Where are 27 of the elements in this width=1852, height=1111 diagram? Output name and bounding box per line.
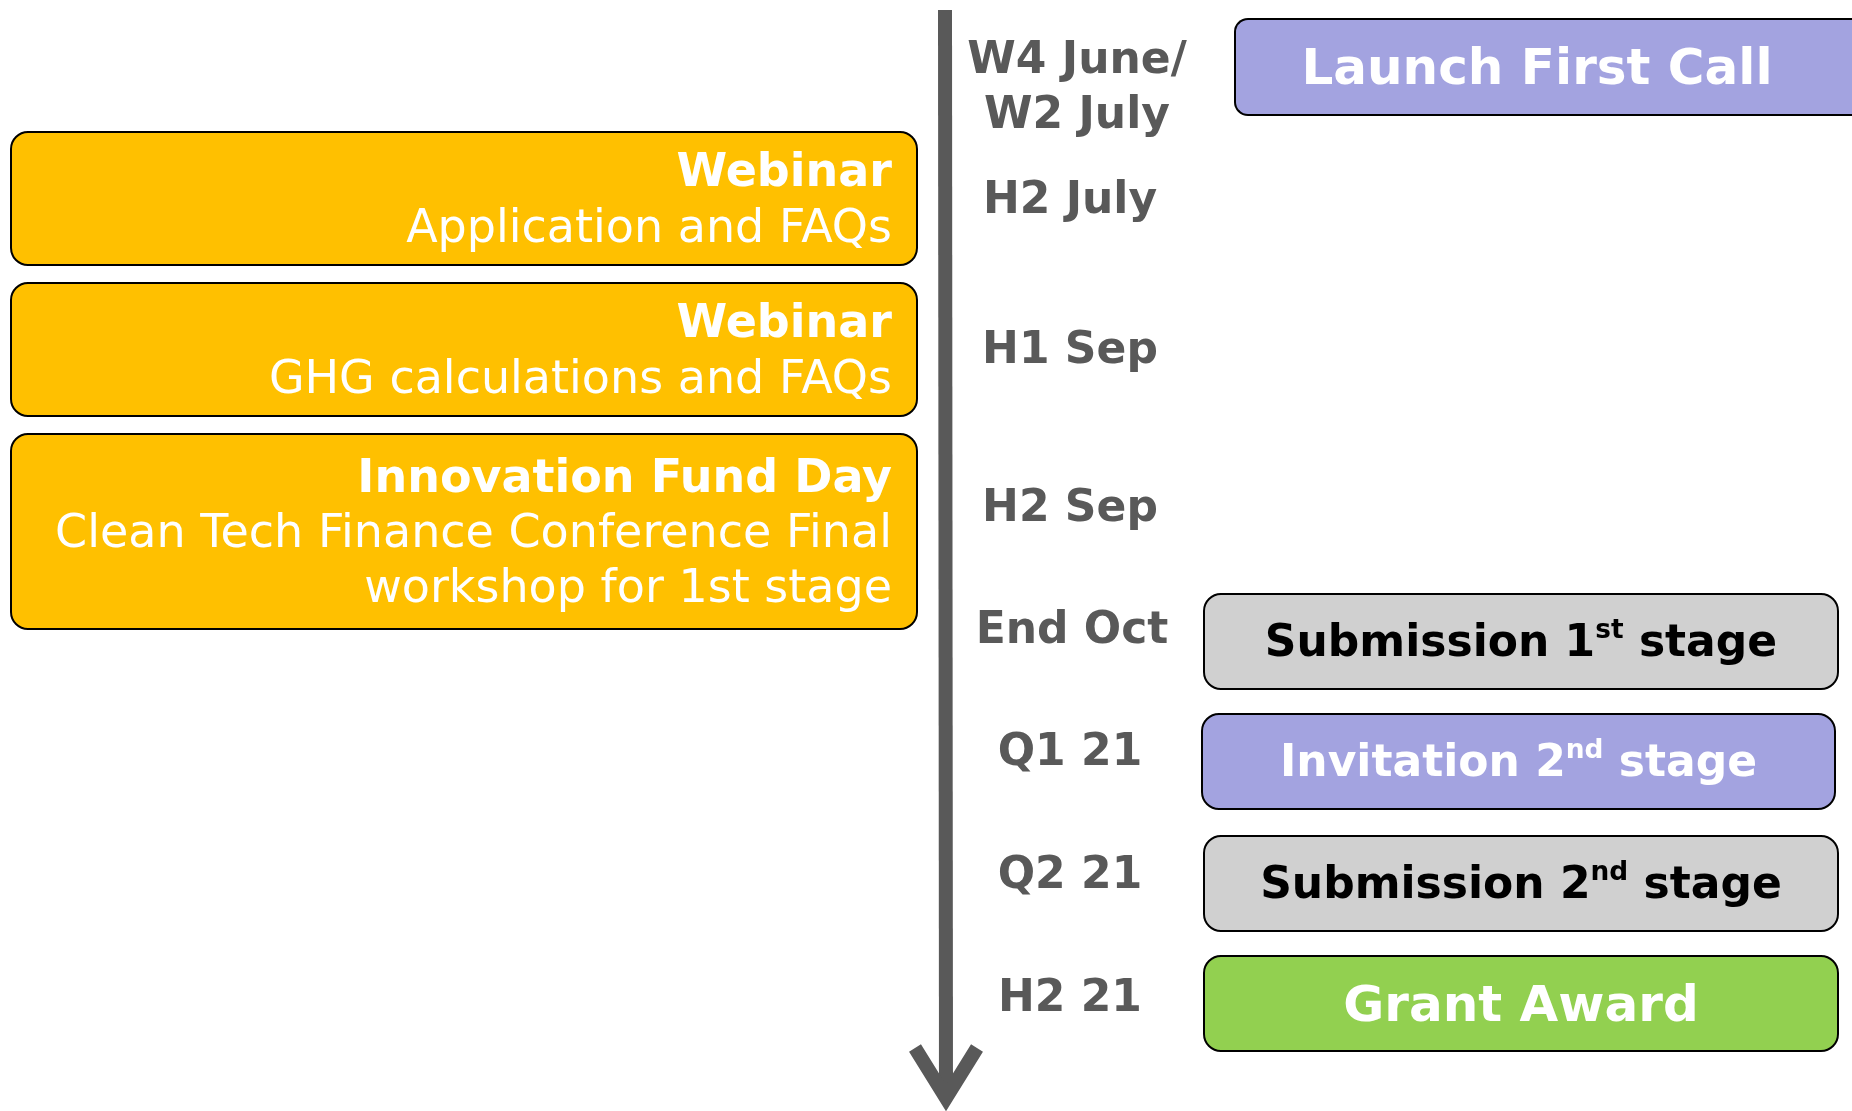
milestone-box [1203,955,1839,1052]
event-description: Clean Tech Finance Conference Final workshop for 1st stage [54,503,892,615]
event-box [10,131,918,266]
milestone-box [1234,18,1852,116]
event-box [10,433,918,630]
event-description: Application and FAQs [405,198,892,254]
event-title: Webinar [675,143,892,199]
milestone-label: Submission 2$^{nd}$ stage [1259,857,1783,910]
milestone-label: Launch First Call [1300,37,1774,97]
date-label: H2 21 [997,969,1143,1023]
milestone-box [1203,593,1839,690]
event-title: Innovation Fund Day [356,448,892,504]
event-title: Webinar [675,294,892,350]
milestone-box [1201,713,1836,810]
date-label: H2 Sep [981,479,1159,533]
date-label: H1 Sep [981,321,1159,375]
event-box [10,282,918,417]
date-label: End Oct [974,601,1170,655]
date-label: H2 July [981,171,1159,225]
milestone-label: Grant Award [1342,973,1700,1034]
date-label: W4 June/ W2 July [966,31,1188,140]
date-label: Q2 21 [996,846,1144,900]
milestone-box [1203,835,1839,932]
date-label: Q1 21 [996,723,1144,777]
milestone-label: Submission 1$^{st}$ stage [1263,615,1779,668]
event-description: GHG calculations and FAQs [267,349,892,405]
milestone-label: Invitation 2$^{nd}$ stage [1278,735,1759,788]
